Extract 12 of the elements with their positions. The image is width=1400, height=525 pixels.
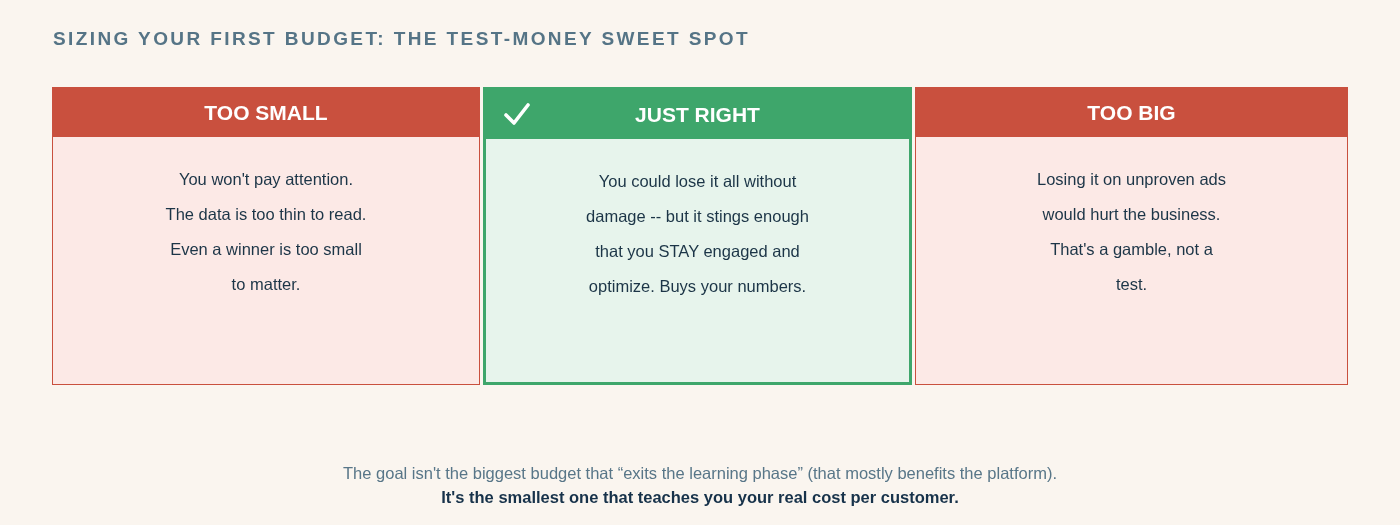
footnote-text: The goal isn't the biggest budget that “exits the learning phase” (that mostly benefits the platform). [343,463,1057,483]
option-card [915,87,1348,385]
card-heading: JUST RIGHT [635,102,760,128]
option-card [483,87,912,385]
diagram-title: SIZING YOUR FIRST BUDGET: THE TEST-MONEY SWEET SPOT [53,28,751,50]
card-heading: TOO SMALL [204,100,328,126]
card-body-text: Losing it on unproven ads would hurt the business. That's a gamble, not a test. [1036,169,1227,295]
card-heading: TOO BIG [1087,100,1176,126]
card-body-text: You won't pay attention. The data is too thin to read. Even a winner is too small to matter. [165,169,367,295]
option-card [52,87,480,385]
card-body-text: You could lose it all without damage -- but it stings enough that you STAY engaged and optimize. Buys your numbers. [585,171,810,297]
footnote-emphasis: It's the smallest one that teaches you your real cost per customer. [441,487,959,507]
